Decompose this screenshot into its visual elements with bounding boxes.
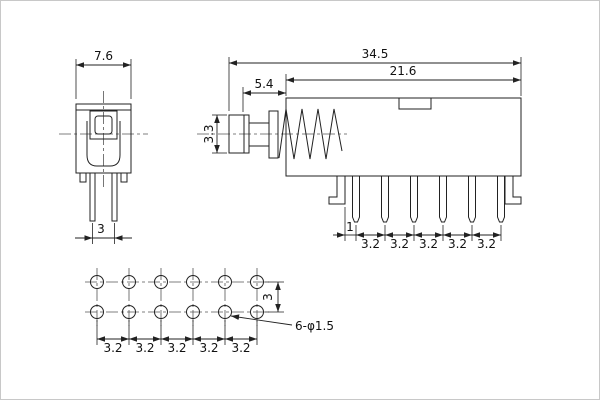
hole-grid — [90, 275, 264, 319]
plunger-length-dimension: 5.4 — [242, 77, 286, 112]
dim-hole-pitch-label: 3.2 — [167, 341, 186, 355]
side-pin-pitch-dimensions: 1 3.2 3.2 3.2 3.2 3.2 — [333, 207, 502, 251]
dim-hole-row-pitch-label: 3 — [261, 293, 275, 301]
dim-plunger-length-label: 5.4 — [254, 77, 273, 91]
dim-hole-pitch-label: 3.2 — [103, 341, 122, 355]
dim-pin-pitch-label: 3.2 — [390, 237, 409, 251]
dim-plunger-height-label: 3.3 — [202, 124, 216, 143]
side-plunger — [228, 110, 279, 159]
body-length-dimension: 21.6 — [285, 64, 521, 96]
body-top-slot — [398, 97, 432, 110]
dim-total-length-label: 34.5 — [362, 47, 389, 61]
dim-first-pin-offset-label: 1 — [346, 220, 354, 234]
front-view: 7.6 3 — [59, 49, 148, 244]
dim-hole-pitch-label: 3.2 — [231, 341, 250, 355]
mounting-legs — [328, 176, 522, 205]
hole-centerlines — [85, 268, 269, 326]
front-pins — [79, 172, 128, 222]
side-view: 34.5 21.6 5.4 3.3 — [197, 47, 522, 251]
spring — [278, 108, 343, 160]
side-body — [285, 97, 522, 177]
dim-front-width-label: 7.6 — [94, 49, 113, 63]
hole-row-pitch-dimension: 3 — [261, 281, 284, 313]
dim-front-pin-pitch-label: 3 — [97, 222, 105, 236]
dim-pin-pitch-label: 3.2 — [419, 237, 438, 251]
dim-pin-pitch-label: 3.2 — [448, 237, 467, 251]
dim-body-length-label: 21.6 — [390, 64, 417, 78]
hole-pitch-dimensions: 3.2 3.2 3.2 3.2 3.2 — [96, 320, 258, 355]
front-width-dimension: 7.6 — [75, 49, 132, 99]
side-pins — [352, 176, 505, 223]
hole-callout-label: 6-φ1.5 — [295, 319, 334, 333]
dim-hole-pitch-label: 3.2 — [135, 341, 154, 355]
dim-hole-pitch-label: 3.2 — [199, 341, 218, 355]
dim-pin-pitch-label: 3.2 — [361, 237, 380, 251]
total-length-dimension: 34.5 — [228, 47, 522, 111]
front-pin-pitch-dimension: 3 — [75, 222, 132, 244]
front-body — [75, 103, 132, 174]
dim-pin-pitch-label: 3.2 — [477, 237, 496, 251]
front-button — [89, 110, 118, 140]
hole-callout: 6-φ1.5 — [230, 314, 334, 333]
hole-pattern-view: 3 3.2 3.2 3.2 3.2 3.2 6-φ1.5 — [85, 268, 334, 355]
plunger-height-dimension: 3.3 — [202, 114, 227, 154]
